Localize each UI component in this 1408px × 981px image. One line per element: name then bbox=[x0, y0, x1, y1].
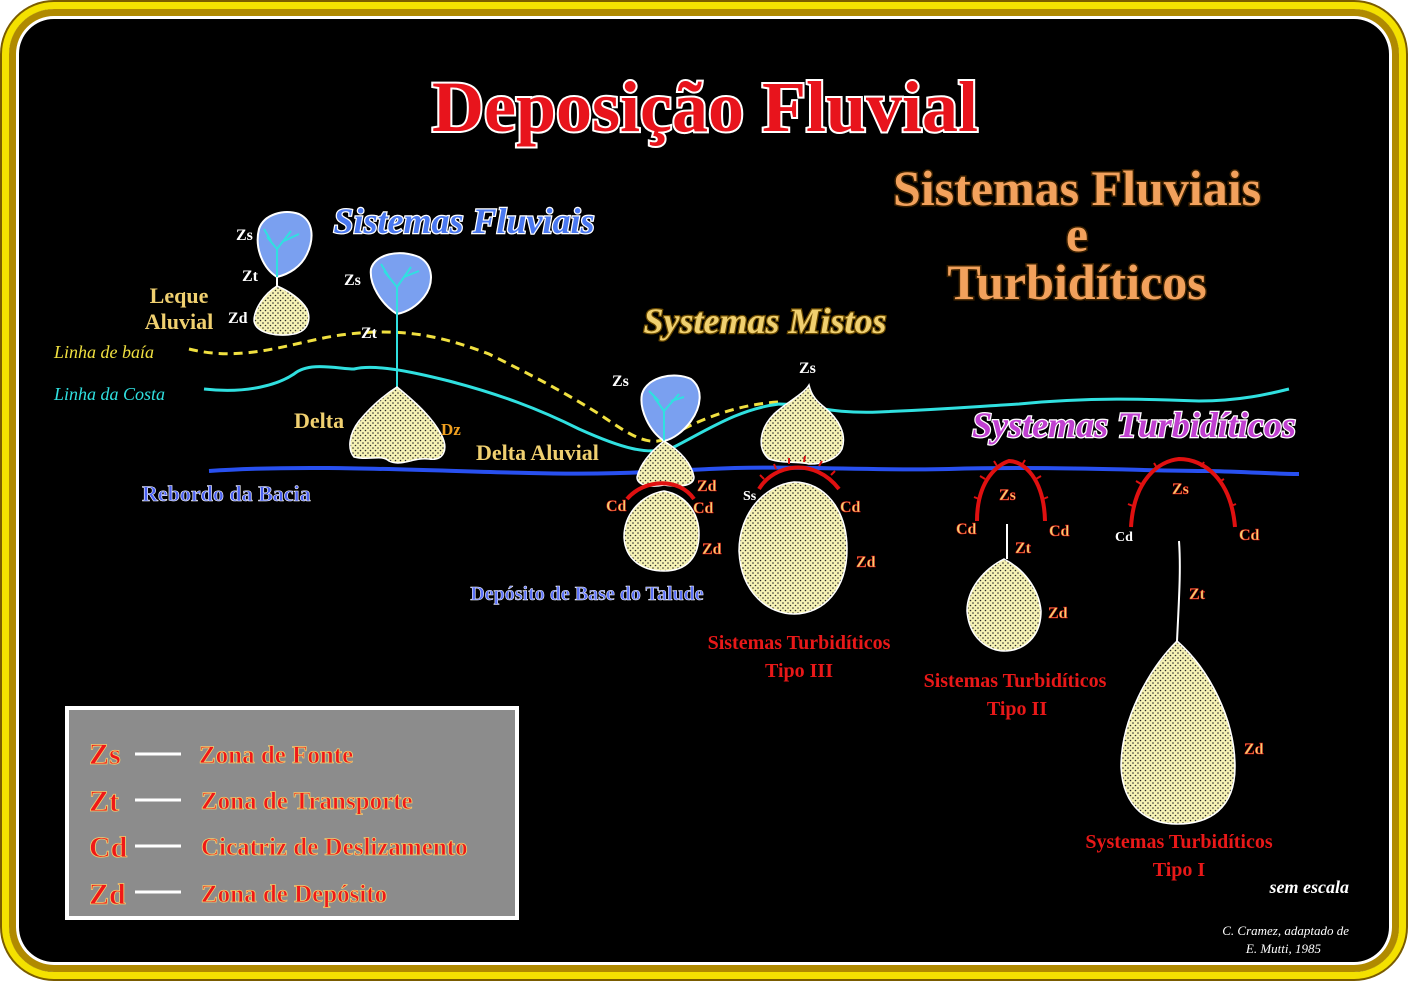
zd-label: Zd bbox=[697, 478, 717, 495]
cd-label: Cd bbox=[1239, 527, 1260, 544]
leque-label-1: Leque bbox=[150, 283, 209, 308]
cd-label: Cd bbox=[1115, 530, 1133, 545]
scar-ticks-icon bbox=[759, 455, 836, 480]
zd-label: Zd bbox=[856, 554, 876, 571]
base-talude-system: Zs Zd Cd Cd Zd Depósito de Base do Talud… bbox=[470, 373, 722, 605]
legend-text-fonte: Zona de Fonte bbox=[199, 742, 353, 769]
credit-line1: C. Cramez, adaptado de bbox=[1222, 923, 1349, 938]
ss-label: Ss bbox=[743, 489, 757, 504]
drainage-network-icon bbox=[263, 228, 300, 277]
dz-label: Dz bbox=[441, 420, 461, 439]
label-systemas-mistos: Systemas Mistos bbox=[643, 301, 886, 341]
tipo-i-label-1: Systemas Turbidíticos bbox=[1085, 831, 1272, 853]
slide-scar-icon bbox=[757, 465, 841, 491]
tipo-ii-system: Zs Cd Cd Zt Zd Sistemas Turbidíticos Tip… bbox=[924, 458, 1107, 720]
source-lobe-icon bbox=[369, 252, 432, 316]
delta-aluvial-deposit-icon bbox=[636, 440, 695, 487]
label-sistemas-fluviais: Sistemas Fluviais bbox=[333, 201, 594, 241]
legend-box bbox=[65, 706, 519, 920]
mixed-source-icon bbox=[760, 382, 845, 465]
main-title: Deposição Fluvial bbox=[432, 67, 978, 147]
heading-right-line2: e bbox=[1066, 206, 1088, 262]
legend-text-cicatriz: Cicatriz de Deslizamento bbox=[201, 834, 468, 861]
rebordo-da-bacia-line bbox=[208, 465, 1300, 476]
slide-scar-icon bbox=[975, 458, 1047, 522]
legend-text-transporte: Zona de Transporte bbox=[201, 788, 413, 815]
cd-label: Cd bbox=[840, 499, 861, 516]
tipo-iii-label-2: Tipo III bbox=[765, 660, 833, 682]
delta-system: Zs Zt Delta Dz bbox=[294, 252, 461, 464]
rebordo-da-bacia-label: Rebordo da Bacia bbox=[142, 481, 311, 506]
delta-deposit-icon bbox=[349, 386, 446, 464]
label-systemas-turbiditicos: Systemas Turbidíticos bbox=[972, 405, 1296, 445]
heading-right-line3: Turbidíticos bbox=[947, 254, 1206, 310]
deposito-base-label: Depósito de Base do Talude bbox=[470, 583, 704, 605]
zt-label: Zt bbox=[1189, 586, 1206, 603]
cd-label: Cd bbox=[606, 498, 627, 515]
tipo-i-label-2: Tipo I bbox=[1153, 859, 1206, 881]
slide-scar-icon bbox=[625, 481, 696, 501]
legend-code-zs: Zs bbox=[89, 738, 121, 771]
cd-label: Cd bbox=[693, 500, 714, 517]
slide-scar-icon bbox=[1129, 456, 1237, 528]
tipo-ii-label-1: Sistemas Turbidíticos bbox=[924, 670, 1107, 692]
linha-da-costa-line bbox=[203, 365, 1290, 453]
zs-label: Zs bbox=[612, 373, 629, 390]
zt-label: Zt bbox=[1015, 540, 1032, 557]
zt-label: Zt bbox=[361, 325, 378, 342]
legend-code-zd: Zd bbox=[89, 878, 126, 911]
zs-label: Zs bbox=[236, 227, 253, 244]
tipo-i-system: Zs Cd Cd Zt Zd Systemas Turbidíticos Tip… bbox=[1085, 456, 1273, 881]
legend: Zs Zt Cd Zd Zona de Fonte Zona de Transp… bbox=[65, 706, 519, 920]
scar-ticks-icon bbox=[1127, 461, 1237, 507]
zd-label: Zd bbox=[702, 541, 722, 558]
zd-label: Zd bbox=[1244, 741, 1264, 758]
diagram-canvas: Deposição Fluvial Sistemas Fluviais e Tu… bbox=[53, 65, 1349, 956]
legend-text-deposito: Zona de Depósito bbox=[201, 881, 387, 908]
heading-right: Sistemas Fluviais e Turbidíticos bbox=[891, 159, 1262, 312]
legend-code-cd: Cd bbox=[89, 831, 128, 864]
zd-label: Zd bbox=[228, 310, 248, 327]
zs-label: Zs bbox=[799, 360, 816, 377]
zs-label: Zs bbox=[1172, 481, 1189, 498]
linha-da-costa-label: Linha da Costa bbox=[53, 384, 165, 404]
zs-label: Zs bbox=[344, 272, 361, 289]
zt-label: Zt bbox=[242, 268, 259, 285]
credit-line2: E. Mutti, 1985 bbox=[1245, 941, 1322, 956]
tipo-iii-deposit-icon bbox=[738, 481, 848, 615]
linha-de-baia-label: Linha de baía bbox=[53, 342, 154, 362]
cd-label: Cd bbox=[956, 521, 977, 538]
drainage-network-icon bbox=[380, 263, 420, 314]
heading-right-line1: Sistemas Fluviais bbox=[893, 160, 1261, 216]
legend-code-zt: Zt bbox=[89, 785, 119, 818]
tipo-ii-deposit-icon bbox=[966, 558, 1042, 652]
zd-label: Zd bbox=[1048, 605, 1068, 622]
tipo-iii-system: Zs Ss Cd Zd Sistemas Turbidíticos Tipo I… bbox=[708, 360, 891, 682]
leque-aluvial-system: Zs Zt Zd Leque Aluvial bbox=[145, 211, 313, 336]
transport-line bbox=[1176, 540, 1181, 642]
scar-ticks-icon bbox=[973, 459, 1049, 500]
leque-label-2: Aluvial bbox=[145, 309, 213, 334]
drainage-network-icon bbox=[648, 390, 685, 441]
deposit-fan-icon bbox=[253, 285, 310, 336]
base-deposit-icon bbox=[623, 490, 700, 572]
cd-label: Cd bbox=[1049, 523, 1070, 540]
scale-note: sem escala bbox=[1269, 877, 1349, 897]
source-lobe-icon bbox=[640, 374, 701, 443]
tipo-ii-label-2: Tipo II bbox=[987, 698, 1047, 720]
delta-aluvial-label: Delta Aluvial bbox=[476, 440, 599, 465]
tipo-i-deposit-icon bbox=[1120, 639, 1236, 825]
tipo-iii-label-1: Sistemas Turbidíticos bbox=[708, 632, 891, 654]
zs-label: Zs bbox=[999, 487, 1016, 504]
delta-label: Delta bbox=[294, 408, 344, 433]
source-lobe-icon bbox=[256, 211, 313, 279]
